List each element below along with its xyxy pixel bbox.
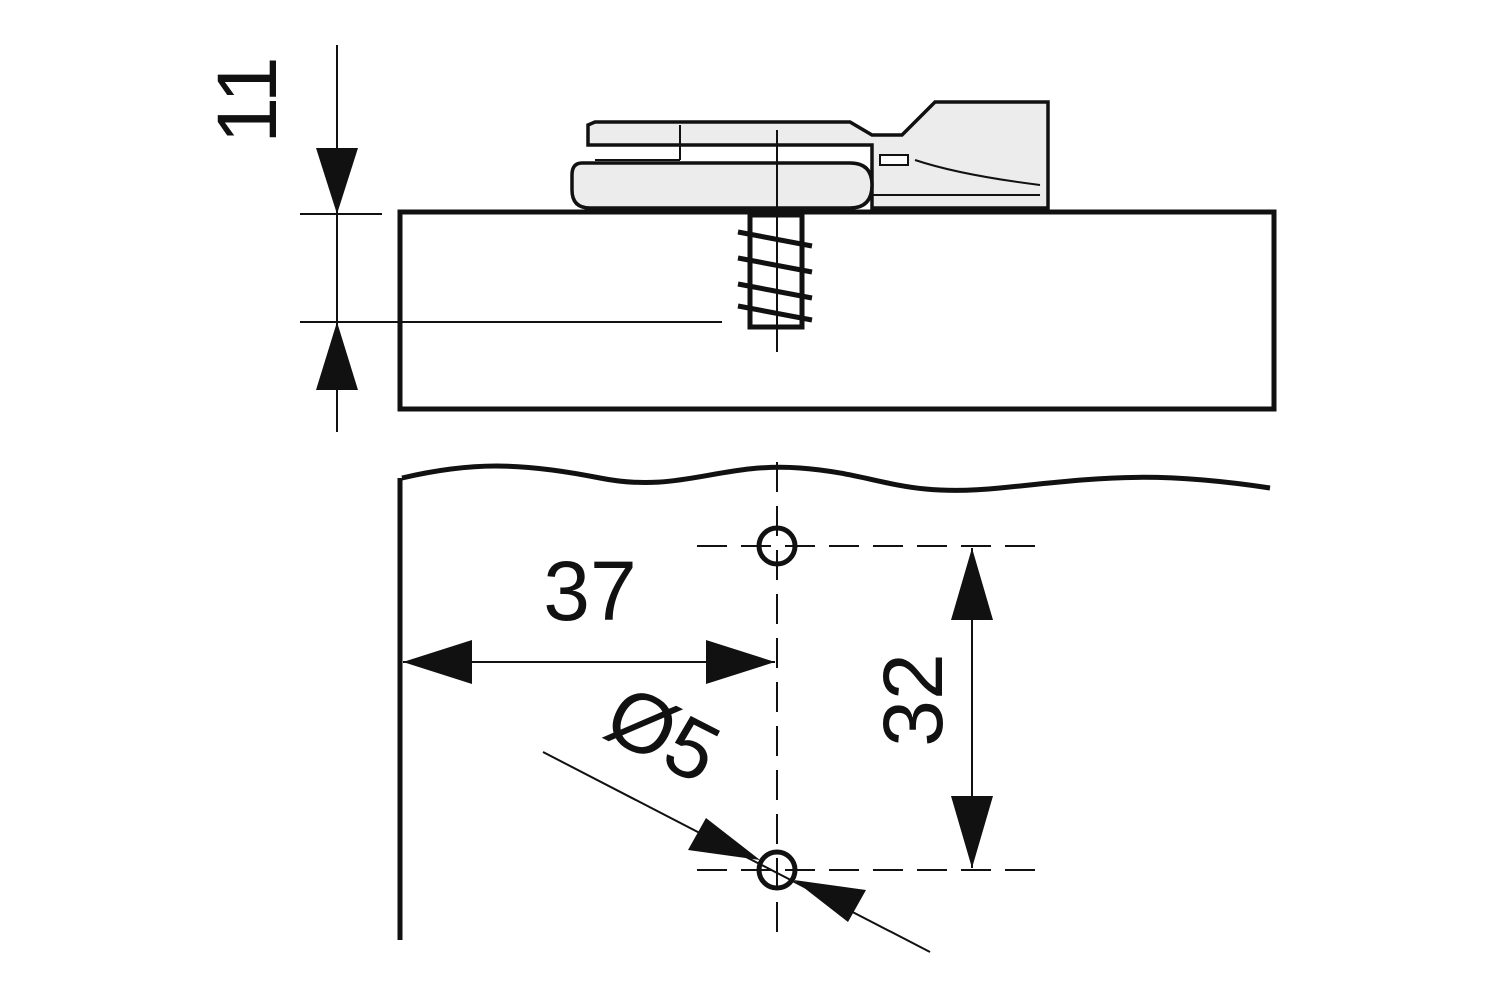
arrow-right [706,640,775,684]
dimension-edge-distance: 37 [403,544,775,684]
arrow-diameter-lower [794,880,866,922]
side-view: 11 [200,45,1277,432]
screw [737,130,813,352]
drilling-pattern-view: 37 32 Ø5 [397,462,1271,953]
dimension-label-37: 37 [543,544,636,638]
cabinet-panel [397,209,1277,412]
arrow-diameter-upper [688,818,760,860]
plate-slot [879,154,909,166]
dimension-hole-spacing: 32 [866,548,993,868]
arrow-down [316,148,358,214]
arrow-up [316,322,358,390]
screw-thread [737,229,813,323]
plate-cam-curve [914,159,1041,186]
plate-lower-body [570,161,874,210]
dimension-label-32: 32 [866,653,960,746]
arrow-left [403,640,472,684]
mounting-plate [570,100,1050,210]
dimension-height-offset: 11 [200,45,358,432]
arrow-up-32 [951,548,993,620]
arrow-down-32 [951,796,993,868]
dimension-label-diameter: Ø5 [592,667,735,802]
dimension-label-11: 11 [200,56,294,143]
break-line [401,463,1271,493]
plate-upper-body [586,100,1050,210]
